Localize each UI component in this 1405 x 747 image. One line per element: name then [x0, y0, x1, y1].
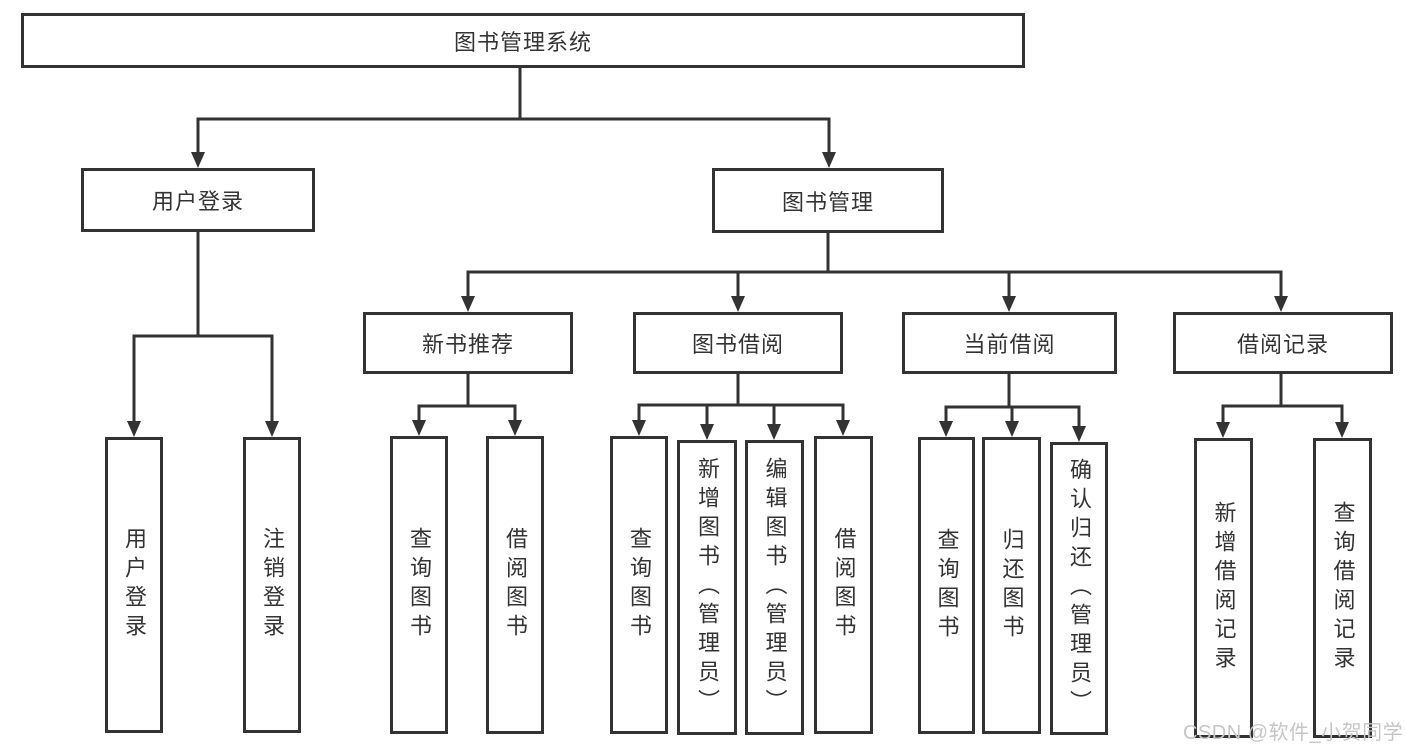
node-label: 查询图书	[407, 527, 432, 643]
node-new-book-recommendation: 新书推荐	[363, 312, 573, 374]
leaf-add-borrow-record: 新增借阅记录	[1194, 438, 1253, 738]
node-label: 编辑图书（管理员）	[762, 457, 788, 718]
leaf-query-borrow-record: 查询借阅记录	[1313, 438, 1372, 738]
node-label: 借阅图书	[831, 527, 857, 643]
node-label: 借阅记录	[1236, 332, 1329, 357]
leaf-logout: 注销登录	[243, 437, 301, 733]
node-label: 图书管理系统	[453, 29, 592, 55]
node-book-management-branch: 图书管理	[712, 168, 944, 233]
node-book-borrowing: 图书借阅	[633, 312, 843, 374]
leaf-query-books-2: 查询图书	[610, 436, 668, 734]
node-label: 新增借阅记录	[1211, 501, 1237, 675]
node-user-login-branch: 用户登录	[81, 168, 315, 232]
node-label: 查询图书	[627, 527, 652, 643]
node-label: 查询图书	[934, 527, 960, 644]
node-label: 注销登录	[260, 527, 285, 643]
leaf-add-books-admin: 新增图书（管理员）	[677, 440, 737, 735]
leaf-confirm-return-admin: 确认归还（管理员）	[1050, 442, 1108, 735]
node-label: 用户登录	[151, 189, 244, 214]
node-label: 图书管理	[781, 189, 874, 215]
node-label: 新书推荐	[421, 332, 514, 357]
node-label: 归还图书	[999, 527, 1025, 644]
leaf-borrow-books-2: 借阅图书	[814, 436, 873, 734]
node-label: 当前借阅	[963, 332, 1056, 357]
leaf-query-books-1: 查询图书	[390, 436, 448, 734]
csdn-watermark: CSDN @软件_小贺同学	[1183, 722, 1404, 744]
node-label: 查询借阅记录	[1330, 501, 1356, 675]
node-label: 用户登录	[122, 527, 147, 643]
leaf-borrow-books-1: 借阅图书	[486, 436, 544, 734]
node-label: 借阅图书	[503, 527, 528, 643]
leaf-query-books-3: 查询图书	[918, 437, 975, 734]
node-label: 图书借阅	[691, 332, 784, 357]
node-current-borrowing: 当前借阅	[902, 312, 1117, 374]
node-label: 新增图书（管理员）	[695, 457, 720, 718]
leaf-user-login: 用户登录	[105, 437, 163, 733]
node-root-book-management-system: 图书管理系统	[21, 13, 1025, 68]
leaf-edit-books-admin: 编辑图书（管理员）	[745, 440, 804, 735]
leaf-return-books: 归还图书	[982, 437, 1041, 734]
node-borrowing-records: 借阅记录	[1173, 312, 1393, 374]
node-label: 确认归还（管理员）	[1067, 458, 1092, 719]
